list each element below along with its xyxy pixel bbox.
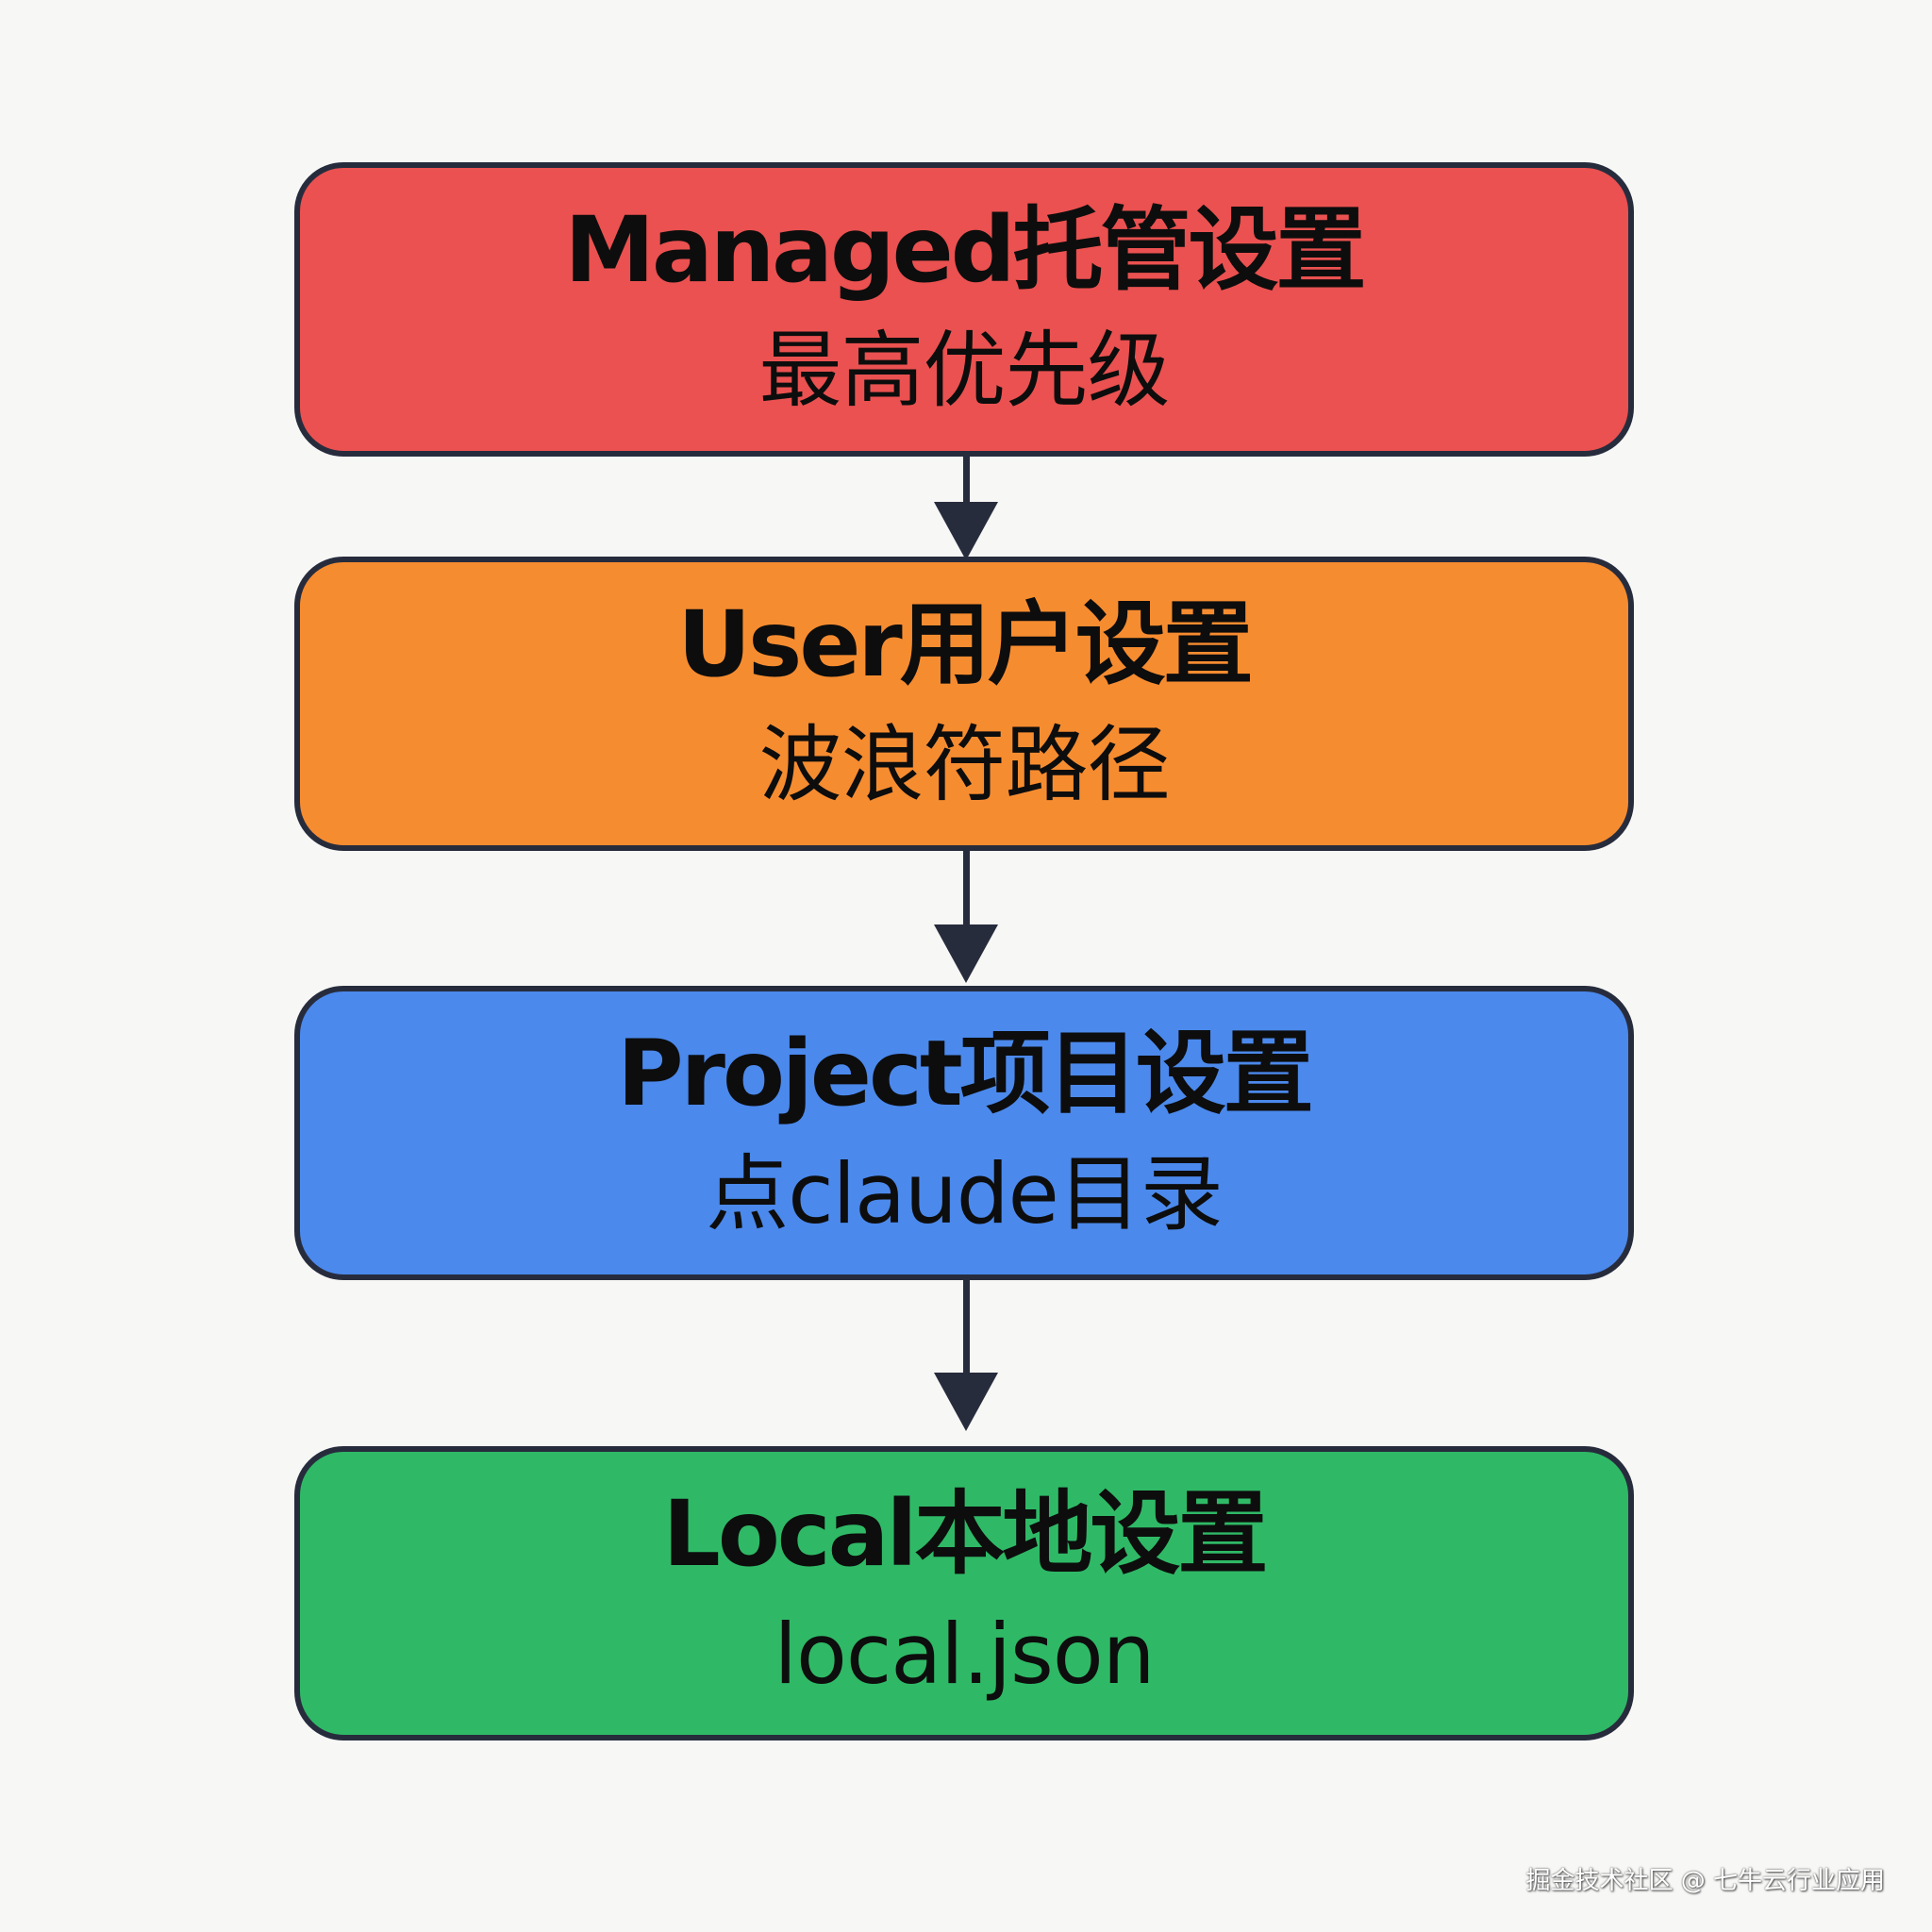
node-title: Project项目设置 bbox=[617, 1021, 1313, 1127]
node-local-settings: Local本地设置 local.json bbox=[294, 1446, 1634, 1740]
node-subtitle: 波浪符路径 bbox=[758, 715, 1170, 813]
node-subtitle: local.json bbox=[774, 1605, 1156, 1703]
watermark: 掘金技术社区 @ 七牛云行业应用 bbox=[1525, 1867, 1885, 1895]
node-title: Managed托管设置 bbox=[564, 197, 1367, 304]
node-subtitle: 最高优先级 bbox=[758, 321, 1170, 419]
node-subtitle: 点claude目录 bbox=[706, 1144, 1224, 1242]
node-title: Local本地设置 bbox=[662, 1481, 1269, 1588]
node-title: User用户设置 bbox=[677, 591, 1254, 698]
node-user-settings: User用户设置 波浪符路径 bbox=[294, 557, 1634, 851]
node-managed-settings: Managed托管设置 最高优先级 bbox=[294, 162, 1634, 457]
node-project-settings: Project项目设置 点claude目录 bbox=[294, 986, 1634, 1280]
